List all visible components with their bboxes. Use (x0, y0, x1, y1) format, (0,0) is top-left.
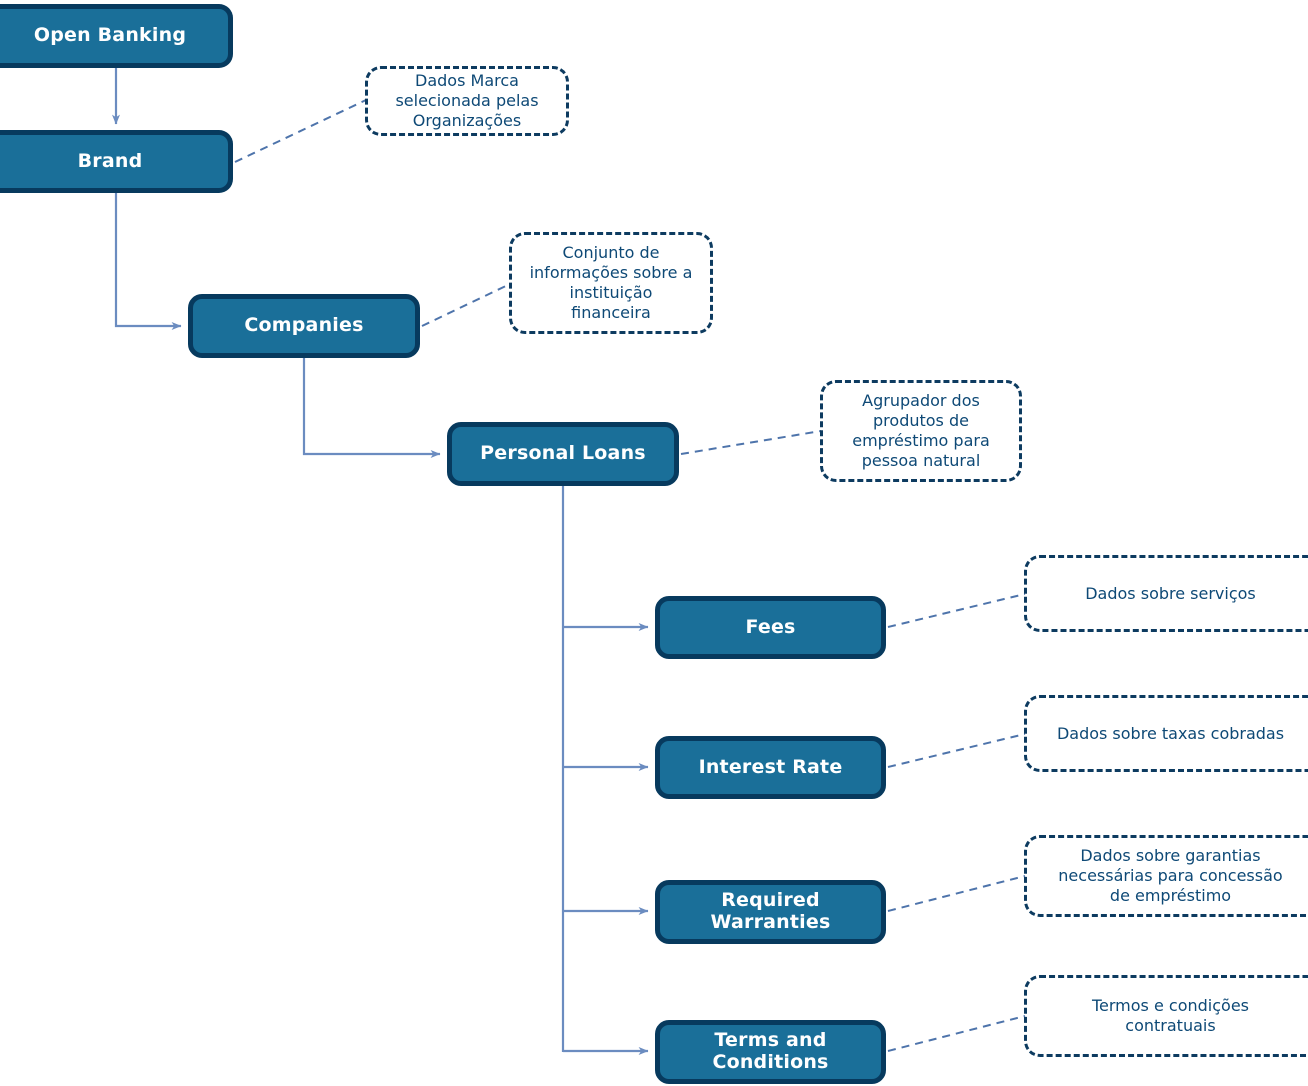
node-personal-loans[interactable]: Personal Loans (447, 422, 679, 486)
edge-interest-note (887, 733, 1026, 768)
note-text: Conjunto de informações sobre a institui… (529, 243, 693, 322)
node-label: Personal Loans (480, 442, 646, 465)
note-companies: Conjunto de informações sobre a institui… (509, 232, 713, 334)
edge-warranties-note (887, 875, 1026, 912)
node-terms-and-conditions[interactable]: Terms and Conditions (655, 1020, 886, 1084)
edge-terms-note (887, 1015, 1026, 1052)
note-text: Agrupador dos produtos de empréstimo par… (852, 391, 990, 470)
note-fees: Dados sobre serviços (1024, 555, 1308, 632)
node-required-warranties[interactable]: Required Warranties (655, 880, 886, 944)
edge-brand-note (234, 99, 367, 163)
node-brand[interactable]: Brand (0, 130, 233, 193)
node-label: Required Warranties (710, 889, 831, 933)
note-text: Dados sobre serviços (1085, 583, 1256, 603)
edge-personal-loans-note (680, 430, 822, 455)
note-brand: Dados Marca selecionada pelas Organizaçõ… (365, 66, 569, 136)
edge-fees-note (887, 593, 1026, 628)
node-label: Brand (77, 149, 143, 172)
node-label: Open Banking (33, 24, 187, 47)
edge-companies-note (421, 283, 511, 327)
node-companies[interactable]: Companies (188, 294, 420, 358)
node-open-banking[interactable]: Open Banking (0, 4, 233, 68)
note-text: Termos e condições contratuais (1091, 996, 1249, 1035)
note-required-warranties: Dados sobre garantias necessárias para c… (1024, 835, 1308, 917)
note-text: Dados sobre taxas cobradas (1056, 723, 1285, 743)
node-label: Terms and Conditions (712, 1029, 829, 1073)
note-interest-rate: Dados sobre taxas cobradas (1024, 695, 1308, 772)
edge-brand-companies (114, 193, 182, 330)
edge-companies-personal-loans (302, 358, 441, 458)
note-text: Dados Marca selecionada pelas Organizaçõ… (395, 71, 539, 130)
node-interest-rate[interactable]: Interest Rate (655, 736, 886, 799)
node-label: Fees (745, 615, 796, 638)
node-fees[interactable]: Fees (655, 596, 886, 659)
node-label: Companies (244, 314, 364, 337)
node-label: Interest Rate (698, 755, 843, 778)
note-text: Dados sobre garantias necessárias para c… (1058, 846, 1283, 905)
note-personal-loans: Agrupador dos produtos de empréstimo par… (820, 380, 1022, 482)
note-terms-and-conditions: Termos e condições contratuais (1024, 975, 1308, 1057)
